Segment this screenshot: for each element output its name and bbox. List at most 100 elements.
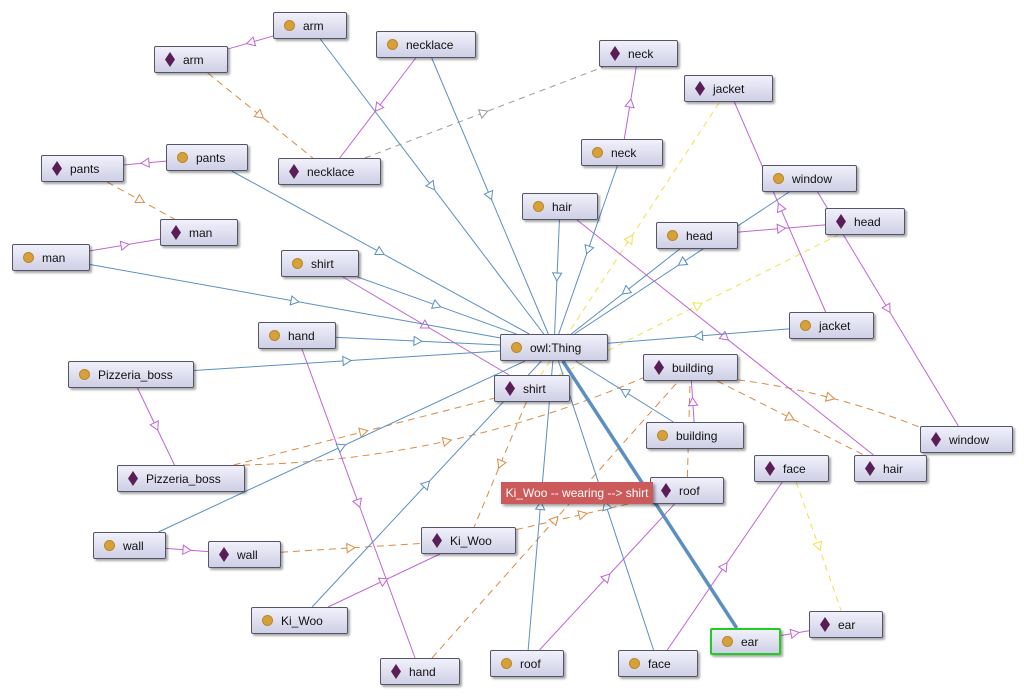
node-individual-window[interactable]: window [920, 426, 1013, 453]
edge-object-property-i_shirt-to-i_kiwoo[interactable] [473, 401, 527, 528]
node-label: shirt [311, 256, 334, 271]
node-label: roof [679, 483, 700, 498]
node-label: wall [237, 547, 258, 562]
individual-icon [931, 432, 941, 447]
edge-arrowhead [551, 272, 563, 283]
edge-arrowhead [623, 234, 634, 246]
edge-annotation-i_necklace-to-i_neck[interactable] [364, 66, 604, 159]
node-label: jacket [713, 81, 745, 96]
edge-arrowhead [182, 544, 193, 555]
class-icon [657, 430, 668, 441]
node-class-building[interactable]: building [646, 422, 744, 449]
node-class-hand[interactable]: hand [258, 322, 336, 349]
node-individual-hair[interactable]: hair [854, 455, 927, 482]
node-individual-arm[interactable]: arm [154, 46, 228, 73]
node-individual-man[interactable]: man [160, 219, 238, 246]
individual-icon [661, 483, 671, 498]
class-icon [269, 330, 280, 341]
edge-object-property-i_building-to-i_hair[interactable] [717, 380, 864, 456]
node-class-jacket[interactable]: jacket [789, 312, 874, 339]
edge-arrowhead [577, 510, 588, 521]
edge-arrowhead [584, 243, 595, 255]
edge-arrowhead [430, 298, 442, 310]
edge-arrowhead [245, 36, 257, 47]
node-individual-pants[interactable]: pants [41, 155, 124, 182]
class-icon [104, 540, 115, 551]
node-label: shirt [523, 381, 546, 396]
node-owl-thing[interactable]: owl:Thing [500, 334, 608, 361]
edge-object-property-i_kiwoo-to-i_roof[interactable] [515, 498, 651, 531]
node-class-roof[interactable]: roof [490, 650, 564, 677]
class-icon [177, 152, 188, 163]
individual-icon [865, 461, 875, 476]
edge-object-property-i_arm-to-i_necklace[interactable] [207, 72, 314, 159]
node-class-ki-woo[interactable]: Ki_Woo [251, 607, 348, 634]
node-class-pants[interactable]: pants [166, 144, 248, 171]
class-icon [533, 201, 544, 212]
node-class-arm[interactable]: arm [273, 12, 347, 39]
node-class-neck[interactable]: neck [581, 139, 663, 166]
node-class-pizzeria-boss[interactable]: Pizzeria_boss [68, 361, 194, 388]
edge-arrowhead [784, 411, 795, 421]
node-individual-hand[interactable]: hand [380, 658, 460, 685]
edge-arrowhead [776, 223, 787, 235]
edge-arrowhead [358, 427, 369, 438]
node-label: ear [838, 617, 856, 632]
node-label: Ki_Woo [450, 533, 492, 548]
node-individual-roof[interactable]: roof [650, 477, 724, 504]
edge-arrowhead [134, 193, 146, 204]
class-icon [501, 658, 512, 669]
edge-arrowhead [373, 245, 385, 256]
edge-arrowhead [687, 396, 699, 407]
node-class-hair[interactable]: hair [522, 193, 598, 220]
node-individual-shirt[interactable]: shirt [494, 375, 570, 402]
node-individual-ki-woo[interactable]: Ki_Woo [421, 527, 516, 554]
node-class-face[interactable]: face [618, 650, 698, 677]
class-icon [284, 20, 295, 31]
edge-arrowhead [692, 302, 703, 312]
node-individual-ear[interactable]: ear [809, 611, 883, 638]
individual-icon [765, 461, 775, 476]
edge-arrowhead [812, 540, 823, 552]
node-individual-pizzeria-boss[interactable]: Pizzeria_boss [117, 465, 245, 492]
class-icon [773, 173, 784, 184]
edge-arrowhead [342, 355, 353, 367]
edge-arrowhead [253, 108, 265, 119]
class-icon [800, 320, 811, 331]
node-label: hair [883, 461, 904, 476]
individual-icon [820, 617, 830, 632]
individual-icon [219, 547, 229, 562]
individual-icon [171, 225, 181, 240]
node-class-wall[interactable]: wall [93, 532, 166, 559]
node-class-shirt[interactable]: shirt [281, 250, 359, 277]
node-individual-wall[interactable]: wall [208, 541, 281, 568]
node-label: owl:Thing [530, 340, 582, 355]
node-label: window [949, 432, 990, 447]
edge-arrowhead [824, 391, 836, 402]
individual-icon [52, 161, 62, 176]
node-class-head[interactable]: head [656, 222, 738, 249]
node-label: Pizzeria_boss [146, 471, 221, 486]
edge-arrowhead [441, 436, 453, 448]
node-class-necklace[interactable]: necklace [376, 31, 476, 58]
node-class-ear-selected[interactable]: ear [710, 628, 781, 655]
edge-arrowhead [335, 443, 347, 454]
node-individual-necklace[interactable]: necklace [278, 158, 381, 185]
edge-arrowhead [881, 302, 891, 314]
node-label: necklace [406, 37, 454, 52]
node-individual-head[interactable]: head [825, 208, 905, 235]
node-individual-jacket[interactable]: jacket [684, 75, 773, 102]
node-class-window[interactable]: window [762, 165, 857, 192]
edge-arrowhead [789, 628, 800, 640]
edge-arrowhead [346, 542, 357, 554]
node-label: window [792, 171, 833, 186]
node-label: head [686, 228, 713, 243]
node-individual-face[interactable]: face [754, 455, 829, 482]
edge-arrowhead [621, 284, 633, 295]
node-individual-neck[interactable]: neck [599, 40, 678, 67]
edge-arrowhead [600, 573, 611, 584]
node-class-man[interactable]: man [12, 244, 90, 271]
node-individual-building[interactable]: building [643, 354, 738, 381]
node-label: neck [628, 46, 654, 61]
